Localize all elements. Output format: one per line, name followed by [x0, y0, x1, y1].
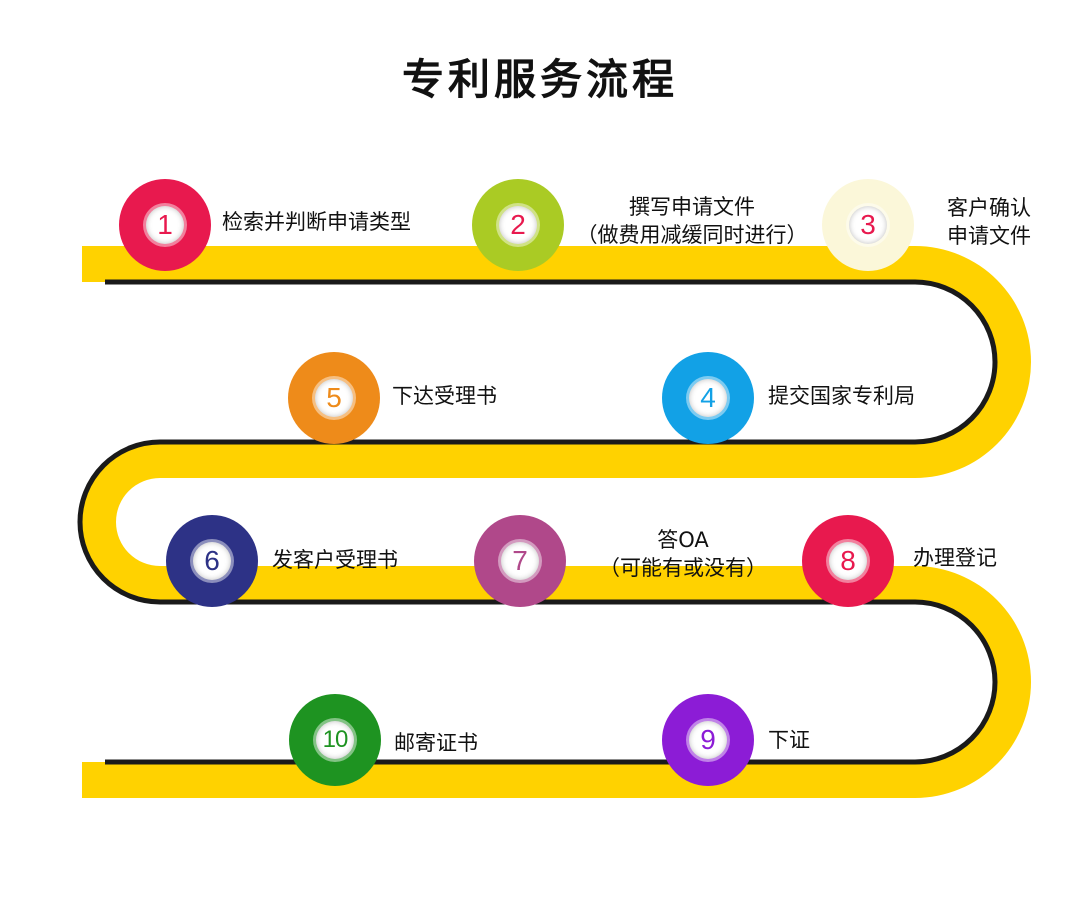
page-title: 专利服务流程 [401, 55, 678, 104]
step-6-label: 发客户受理书 [272, 548, 398, 572]
road-center-line [77, 279, 998, 765]
step-10-label: 邮寄证书 [394, 731, 478, 755]
step-8-circle: 8 [802, 515, 894, 607]
step-6-number: 6 [193, 542, 231, 580]
step-3-label: 客户确认 申请文件 [934, 194, 1044, 250]
step-2-label-line1: 撰写申请文件 [629, 195, 755, 219]
step-3-number: 3 [849, 206, 887, 244]
step-4-number: 4 [689, 379, 727, 417]
step-3-circle: 3 [822, 179, 914, 271]
step-10-circle: 10 [289, 694, 381, 786]
step-7-number: 7 [501, 542, 539, 580]
step-7-label-line1: 答OA [657, 528, 709, 552]
step-7-label: 答OA （可能有或没有） [583, 526, 783, 582]
step-1-label: 检索并判断申请类型 [222, 210, 411, 234]
step-5-label: 下达受理书 [392, 384, 497, 408]
step-10-number: 10 [316, 721, 354, 759]
step-2-number: 2 [499, 206, 537, 244]
step-9-circle: 9 [662, 694, 754, 786]
step-2-label: 撰写申请文件 （做费用减缓同时进行） [561, 193, 823, 249]
step-5-circle: 5 [288, 352, 380, 444]
step-9-number: 9 [689, 721, 727, 759]
step-1-number: 1 [146, 206, 184, 244]
step-7-label-line2: （可能有或没有） [599, 556, 767, 580]
step-8-number: 8 [829, 542, 867, 580]
step-2-circle: 2 [472, 179, 564, 271]
step-6-circle: 6 [166, 515, 258, 607]
step-7-circle: 7 [474, 515, 566, 607]
step-3-label-line1: 客户确认 [947, 196, 1031, 220]
step-1-circle: 1 [119, 179, 211, 271]
step-2-label-line2: （做费用减缓同时进行） [576, 223, 808, 247]
step-5-number: 5 [315, 379, 353, 417]
step-8-label: 办理登记 [913, 546, 997, 570]
step-4-label: 提交国家专利局 [768, 384, 915, 408]
step-3-label-line2: 申请文件 [947, 224, 1031, 248]
step-4-circle: 4 [662, 352, 754, 444]
step-9-label: 下证 [768, 728, 810, 752]
